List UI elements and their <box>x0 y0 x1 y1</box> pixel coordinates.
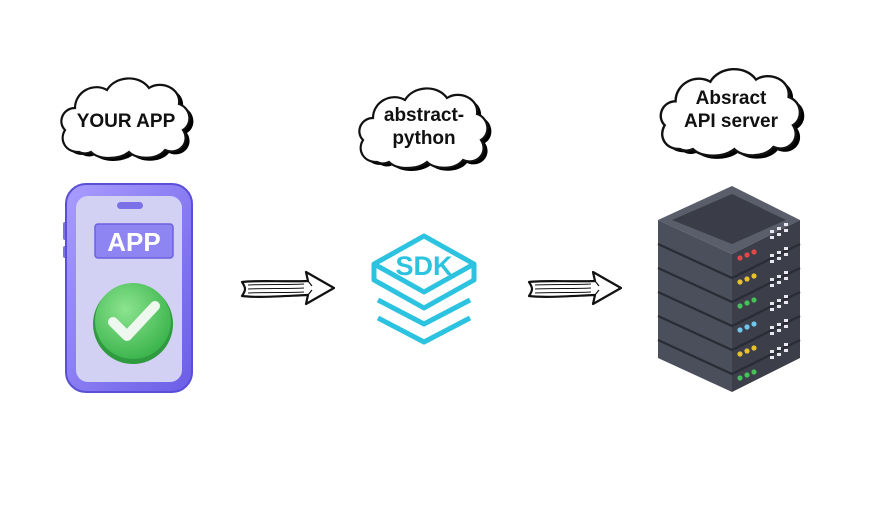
node-label-line: YOUR APP <box>76 111 176 132</box>
node-your-app: YOUR APP <box>55 70 205 400</box>
cloud-icon <box>659 68 805 159</box>
cloud-icon <box>60 77 194 161</box>
node-label-line: API server <box>683 111 778 132</box>
cloud-icon <box>358 87 492 171</box>
cloud-label: abstract- python <box>354 80 494 172</box>
node-label-line: abstract- <box>383 105 465 126</box>
sdk-layers-icon: SDK <box>364 230 484 348</box>
right-arrow-icon <box>238 268 338 308</box>
sdk-badge-text: SDK <box>395 251 453 281</box>
node-api-server: Absract API server <box>640 60 820 400</box>
node-label-line: Absract <box>695 88 767 109</box>
node-sdk: abstract- python SDK <box>350 80 500 360</box>
right-arrow-icon <box>525 268 625 308</box>
cloud-label: YOUR APP <box>57 70 195 162</box>
smartphone-app-check-icon: APP <box>63 182 195 394</box>
cloud-label: Absract API server <box>656 60 806 160</box>
node-label-line: python <box>392 128 456 149</box>
app-badge-text: APP <box>107 227 160 257</box>
server-rack-icon <box>654 182 804 394</box>
